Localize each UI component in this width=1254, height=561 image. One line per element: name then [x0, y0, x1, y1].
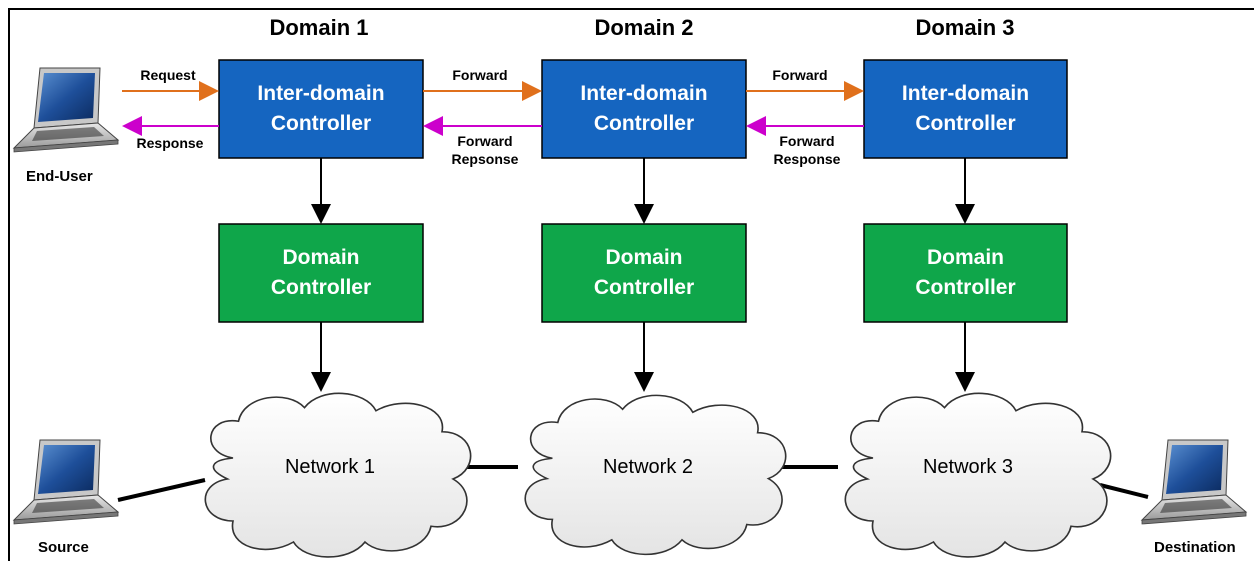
domain-controller-3-label: Domain Controller	[864, 224, 1067, 322]
domain-2-title: Domain 2	[594, 15, 694, 40]
inter-domain-controller-3-label: Inter-domain Controller	[864, 60, 1067, 158]
end-user-label: End-User	[26, 168, 93, 185]
forward-response-2-line1: Forward	[779, 133, 835, 149]
end-user-laptop-icon	[13, 67, 119, 153]
destination-label: Destination	[1154, 539, 1236, 556]
inter-domain-controller-2-label: Inter-domain Controller	[542, 60, 746, 158]
inter-domain-3-line2: Controller	[915, 112, 1016, 135]
network-2-label: Network 2	[602, 456, 694, 478]
inter-domain-1-line1: Inter-domain	[257, 82, 385, 105]
domain-controller-1-line2: Controller	[270, 276, 372, 299]
link-source-network1	[117, 478, 206, 502]
domain-controller-3-line1: Domain	[926, 246, 1004, 269]
inter-domain-1-line2: Controller	[270, 112, 372, 135]
forward-2-label: Forward	[772, 67, 828, 83]
request-label: Request	[140, 67, 196, 83]
link-network3-destination	[1099, 483, 1149, 499]
domain-controller-3-line2: Controller	[915, 276, 1016, 299]
inter-domain-2-line1: Inter-domain	[580, 82, 708, 105]
domain-controller-2-line1: Domain	[605, 246, 683, 269]
inter-domain-controller-1-label: Inter-domain Controller	[219, 60, 423, 158]
domain-controller-2-line2: Controller	[593, 276, 695, 299]
source-label: Source	[38, 539, 89, 556]
inter-domain-controller-2	[541, 59, 747, 159]
domain-controller-1-label: Domain Controller	[219, 224, 423, 322]
inter-domain-2-line2: Controller	[593, 112, 695, 135]
forward-1-label: Forward	[452, 67, 508, 83]
inter-domain-controller-1	[218, 59, 424, 159]
forward-response-1-label: Forward Repsonse	[430, 132, 540, 168]
source-laptop-icon	[13, 439, 119, 525]
diagram-frame	[8, 8, 1254, 561]
response-label: Response	[136, 135, 204, 151]
forward-response-2-label: Forward Response	[752, 132, 862, 168]
domain-controller-1-line1: Domain	[282, 246, 360, 269]
network-3-label: Network 3	[922, 456, 1014, 478]
domain-3-title: Domain 3	[915, 15, 1015, 40]
forward-response-2-line2: Response	[773, 151, 841, 167]
forward-response-1-line2: Repsonse	[451, 151, 519, 167]
inter-domain-3-line1: Inter-domain	[901, 82, 1030, 105]
destination-laptop-icon	[1141, 439, 1247, 525]
forward-response-1-line1: Forward	[457, 133, 513, 149]
network-1-label: Network 1	[284, 456, 376, 478]
domain-1-title: Domain 1	[269, 15, 369, 40]
domain-controller-2-label: Domain Controller	[542, 224, 746, 322]
